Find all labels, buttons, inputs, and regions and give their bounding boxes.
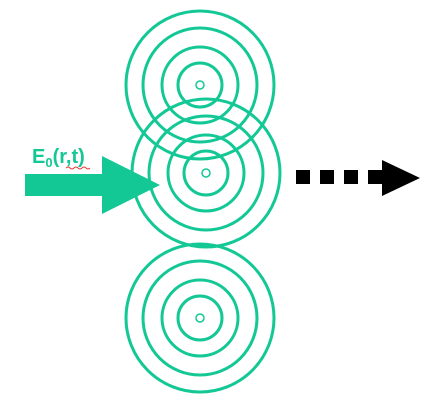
scatterer-center	[201, 168, 211, 178]
wavefront-ring	[124, 242, 276, 394]
field-argument: (r,t)	[53, 146, 85, 168]
wavefront-ring	[176, 61, 224, 109]
wave-source-top	[124, 9, 276, 161]
wavefront-ring	[160, 278, 240, 358]
wavefront-ring	[141, 259, 259, 377]
spellcheck-squiggle	[65, 166, 91, 170]
scatterer-group	[124, 9, 282, 394]
scatterer-center	[195, 80, 205, 90]
field-subscript: 0	[45, 155, 52, 170]
wave-source-bottom	[124, 242, 276, 394]
field-symbol: E	[32, 146, 45, 168]
wavefront-ring	[176, 294, 224, 342]
wavefront-ring	[160, 45, 240, 125]
scattered-arrowhead	[382, 160, 420, 196]
scatterer-center	[195, 313, 205, 323]
incident-field-label: E0(r,t)	[32, 146, 85, 170]
wavefront-ring	[182, 149, 230, 197]
wavefront-ring	[166, 133, 246, 213]
wavefront-ring	[141, 26, 259, 144]
wavefront-ring	[147, 114, 265, 232]
incident-field-arrow	[25, 156, 160, 214]
wavefront-ring	[124, 9, 276, 161]
scattered-field-arrow	[296, 160, 420, 196]
